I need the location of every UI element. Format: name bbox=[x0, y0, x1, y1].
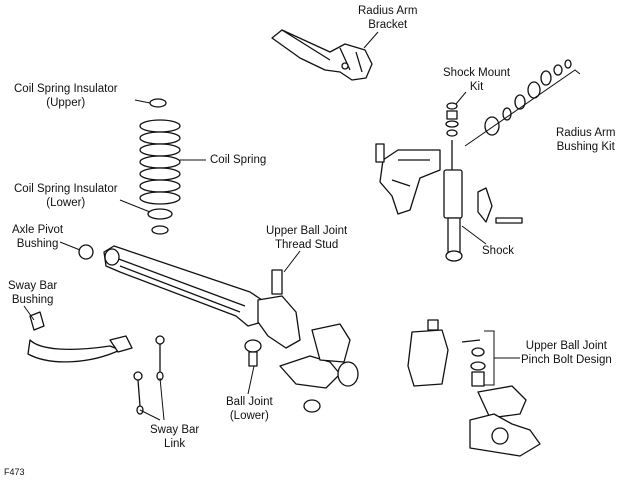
label-line: Coil Spring bbox=[210, 154, 267, 166]
label-coil-spring-insulator-lower: Coil Spring Insulator (Lower) bbox=[14, 182, 118, 210]
shock-part bbox=[375, 140, 523, 262]
label-line: Coil Spring Insulator bbox=[14, 83, 118, 95]
label-sway-bar-bushing: Sway Bar Bushing bbox=[8, 279, 57, 307]
label-ball-joint-lower: Ball Joint (Lower) bbox=[226, 395, 273, 423]
coil-spring-insulator-lower-part bbox=[147, 208, 173, 235]
label-shock-mount-kit: Shock Mount Kit bbox=[443, 66, 510, 94]
label-line: Upper Ball Joint bbox=[266, 225, 348, 237]
label-line: Pinch Bolt Design bbox=[521, 354, 612, 366]
label-line: Bushing bbox=[16, 238, 59, 250]
label-line: Shock bbox=[482, 245, 514, 257]
label-radius-arm-bracket: Radius Arm Bracket bbox=[358, 4, 417, 32]
label-line: Radius Arm bbox=[358, 5, 418, 17]
label-line: (Lower) bbox=[229, 410, 269, 422]
label-line: (Lower) bbox=[46, 197, 86, 209]
steering-knuckle-part bbox=[257, 269, 359, 413]
label-axle-pivot-bushing: Axle Pivot Bushing bbox=[12, 223, 63, 251]
label-line: Bushing bbox=[11, 294, 54, 306]
sway-bar-part bbox=[27, 311, 133, 363]
radius-arm-bushing-kit-part bbox=[464, 59, 581, 147]
figure-id: F473 bbox=[4, 467, 25, 477]
label-coil-spring: Coil Spring bbox=[210, 153, 266, 167]
label-line: Thread Stud bbox=[274, 239, 339, 251]
label-upper-ball-joint-pinch-bolt-design: Upper Ball Joint Pinch Bolt Design bbox=[521, 339, 612, 367]
radius-arm-part bbox=[103, 245, 263, 327]
label-line: Shock Mount bbox=[443, 67, 511, 79]
coil-spring-part bbox=[139, 119, 181, 205]
label-radius-arm-bushing-kit: Radius Arm Bushing Kit bbox=[556, 126, 615, 154]
label-upper-ball-joint-thread-stud: Upper Ball Joint Thread Stud bbox=[266, 224, 347, 252]
label-line: Radius Arm bbox=[556, 127, 616, 139]
shock-mount-kit-part bbox=[445, 102, 459, 137]
label-line: Bracket bbox=[368, 19, 408, 31]
label-line: Coil Spring Insulator bbox=[14, 183, 118, 195]
coil-spring-insulator-upper-part bbox=[149, 98, 167, 108]
pinch-bolt-assembly-part bbox=[407, 319, 541, 457]
axle-pivot-bushing-part bbox=[78, 244, 94, 260]
label-line: (Upper) bbox=[46, 97, 86, 109]
label-line: Link bbox=[164, 438, 186, 450]
label-line: Sway Bar bbox=[150, 424, 200, 436]
lower-ball-joint-part bbox=[244, 339, 262, 367]
label-line: Kit bbox=[469, 81, 484, 93]
label-line: Ball Joint bbox=[226, 396, 273, 408]
label-coil-spring-insulator-upper: Coil Spring Insulator (Upper) bbox=[14, 82, 118, 110]
label-line: Upper Ball Joint bbox=[525, 340, 607, 352]
label-sway-bar-link: Sway Bar Link bbox=[150, 423, 199, 451]
radius-arm-bracket-part bbox=[271, 29, 373, 81]
label-shock: Shock bbox=[482, 244, 514, 258]
label-line: Axle Pivot bbox=[12, 224, 64, 236]
label-line: Bushing Kit bbox=[556, 141, 615, 153]
leader-lines bbox=[23, 31, 520, 421]
sway-bar-link-part bbox=[133, 335, 165, 415]
label-line: Sway Bar bbox=[8, 280, 58, 292]
